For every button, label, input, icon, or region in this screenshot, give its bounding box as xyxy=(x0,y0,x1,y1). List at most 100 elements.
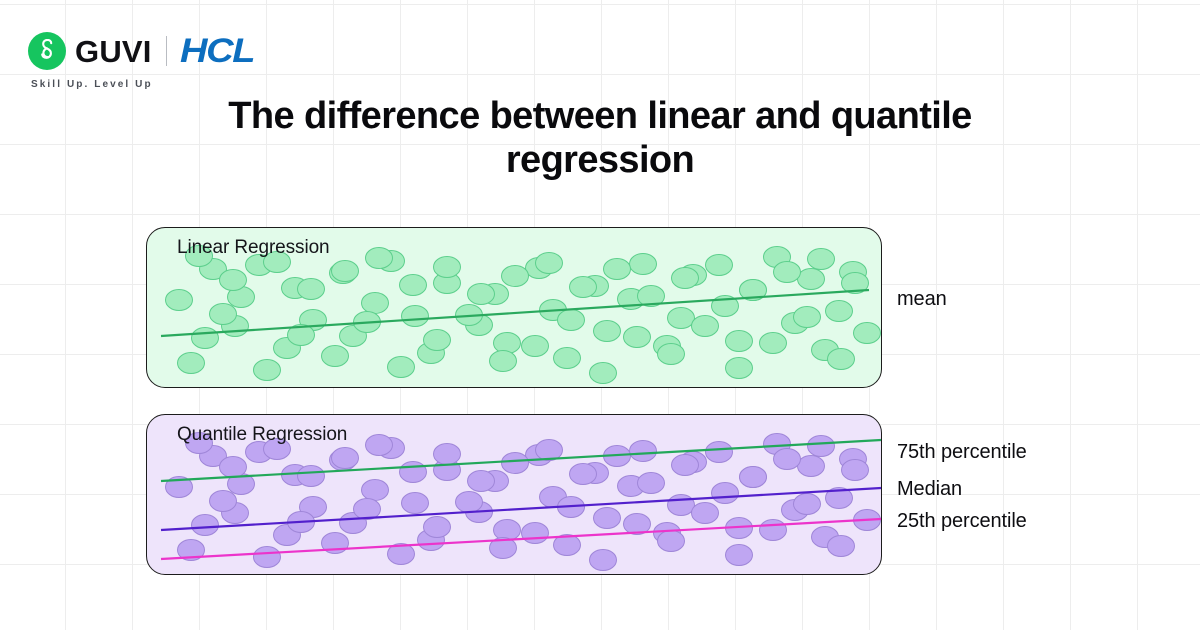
data-point xyxy=(705,254,733,276)
data-point xyxy=(387,543,415,565)
data-point xyxy=(593,507,621,529)
panel-quantile-title: Quantile Regression xyxy=(177,424,348,445)
data-point xyxy=(253,359,281,381)
data-point xyxy=(535,439,563,461)
data-point xyxy=(793,493,821,515)
data-point xyxy=(825,487,853,509)
data-point xyxy=(725,357,753,379)
data-point xyxy=(177,539,205,561)
data-point xyxy=(623,326,651,348)
data-point xyxy=(191,514,219,536)
data-point xyxy=(773,448,801,470)
data-point xyxy=(797,268,825,290)
label-25th-percentile: 25th percentile xyxy=(897,510,1027,532)
data-point xyxy=(209,490,237,512)
data-point xyxy=(209,303,237,325)
data-point xyxy=(589,549,617,571)
data-point xyxy=(297,465,325,487)
data-point xyxy=(569,276,597,298)
data-point xyxy=(353,498,381,520)
hcl-wordmark: HCL xyxy=(179,32,256,70)
data-point xyxy=(637,472,665,494)
data-point xyxy=(287,324,315,346)
data-point xyxy=(185,245,213,267)
data-point xyxy=(589,362,617,384)
data-point xyxy=(433,443,461,465)
data-point xyxy=(433,256,461,278)
data-point xyxy=(365,434,393,456)
data-point xyxy=(219,269,247,291)
data-point xyxy=(725,330,753,352)
data-point xyxy=(331,260,359,282)
data-point xyxy=(177,352,205,374)
data-point xyxy=(827,348,855,370)
data-point xyxy=(253,546,281,568)
data-point xyxy=(671,267,699,289)
data-point xyxy=(331,447,359,469)
data-point xyxy=(667,307,695,329)
data-point xyxy=(629,440,657,462)
data-point xyxy=(387,356,415,378)
data-point xyxy=(825,300,853,322)
quantile-regression-plot xyxy=(160,432,881,571)
regression-line-25th-percentile xyxy=(160,517,881,561)
panel-linear-title: Linear Regression xyxy=(177,237,330,258)
data-point xyxy=(841,272,869,294)
data-point xyxy=(535,252,563,274)
label-median: Median xyxy=(897,478,962,500)
data-point xyxy=(263,251,291,273)
data-point xyxy=(455,491,483,513)
linear-regression-plot xyxy=(160,245,881,384)
brand-row: GUVI HCL xyxy=(28,30,255,72)
page-title: The difference between linear and quanti… xyxy=(228,95,972,182)
data-point xyxy=(191,327,219,349)
data-point xyxy=(671,454,699,476)
data-point xyxy=(807,248,835,270)
data-point xyxy=(691,315,719,337)
data-point xyxy=(493,519,521,541)
data-point xyxy=(711,482,739,504)
brand-divider xyxy=(165,36,167,66)
data-point xyxy=(467,283,495,305)
data-point xyxy=(557,309,585,331)
data-point xyxy=(521,522,549,544)
data-point xyxy=(553,347,581,369)
data-point xyxy=(423,516,451,538)
data-point xyxy=(807,435,835,457)
data-point xyxy=(493,332,521,354)
data-point xyxy=(797,455,825,477)
data-point xyxy=(401,305,429,327)
data-point xyxy=(759,519,787,541)
data-point xyxy=(637,285,665,307)
data-point xyxy=(365,247,393,269)
data-point xyxy=(399,274,427,296)
data-point xyxy=(759,332,787,354)
data-point xyxy=(667,494,695,516)
data-point xyxy=(739,466,767,488)
data-point xyxy=(657,343,685,365)
data-point xyxy=(793,306,821,328)
data-point xyxy=(361,292,389,314)
data-point xyxy=(705,441,733,463)
regression-line-mean xyxy=(160,288,870,338)
data-point xyxy=(399,461,427,483)
label-mean: mean xyxy=(897,288,947,310)
data-point xyxy=(165,476,193,498)
regression-line-75th-percentile xyxy=(160,438,881,483)
data-point xyxy=(219,456,247,478)
guvi-wordmark: GUVI xyxy=(75,33,152,69)
data-point xyxy=(401,492,429,514)
data-point xyxy=(629,253,657,275)
data-point xyxy=(841,459,869,481)
data-point xyxy=(521,335,549,357)
data-point xyxy=(467,470,495,492)
data-point xyxy=(603,258,631,280)
data-point xyxy=(501,452,529,474)
panel-linear-regression: Linear Regression xyxy=(146,227,882,388)
data-point xyxy=(739,279,767,301)
data-point xyxy=(827,535,855,557)
data-point xyxy=(489,537,517,559)
data-point xyxy=(657,530,685,552)
data-point xyxy=(725,544,753,566)
